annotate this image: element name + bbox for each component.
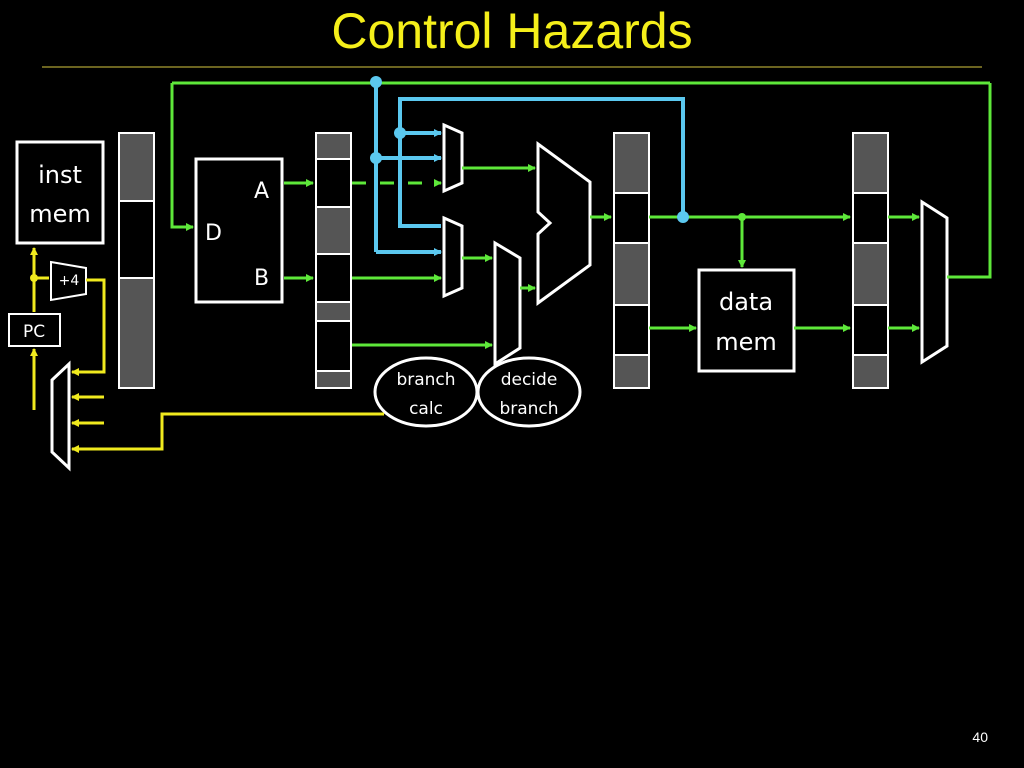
forwarding-wires <box>374 82 685 256</box>
alu-input-b-mux <box>442 215 464 299</box>
regfile-b-label: B <box>254 266 269 291</box>
data-mem-label-2: mem <box>715 328 777 356</box>
regfile-box <box>194 157 284 304</box>
plus4-label: +4 <box>59 273 80 289</box>
mem-wb-register <box>852 132 889 389</box>
id-ex-register <box>315 132 352 389</box>
data-mem-label-1: data <box>719 288 773 316</box>
decide-branch-label-1: decide <box>501 370 558 390</box>
data-mem-box <box>697 268 796 373</box>
slide-title: Control Hazards <box>331 3 693 59</box>
regfile-d-label: D <box>205 221 222 246</box>
pc-label: PC <box>23 322 45 342</box>
branch-decide-unit <box>493 240 522 367</box>
plus4-adder <box>50 260 87 302</box>
wire-junction <box>738 213 746 221</box>
decide-branch-label-2: branch <box>499 399 558 419</box>
if-id-register <box>118 132 155 389</box>
decide-branch-oval <box>476 356 582 428</box>
slide-number: 40 <box>972 729 988 745</box>
forward-junction <box>370 152 382 164</box>
inst-mem-label-1: inst <box>38 161 82 189</box>
alu-input-a-mux <box>442 122 464 194</box>
forward-junction <box>370 76 382 88</box>
data-wires <box>170 81 992 349</box>
inst-mem-label-2: mem <box>29 200 91 228</box>
writeback-mux <box>920 199 949 365</box>
forward-junction <box>677 211 689 223</box>
alu <box>536 141 592 306</box>
ex-mem-register <box>613 132 650 389</box>
pc-junction <box>30 274 38 282</box>
branch-calc-label-2: calc <box>409 399 443 419</box>
regfile-a-label: A <box>254 179 269 204</box>
pc-select-mux <box>50 360 71 472</box>
pc-box <box>8 313 61 347</box>
branch-calc-label-1: branch <box>396 370 455 390</box>
inst-mem-box <box>15 140 105 245</box>
forward-junction <box>394 127 406 139</box>
